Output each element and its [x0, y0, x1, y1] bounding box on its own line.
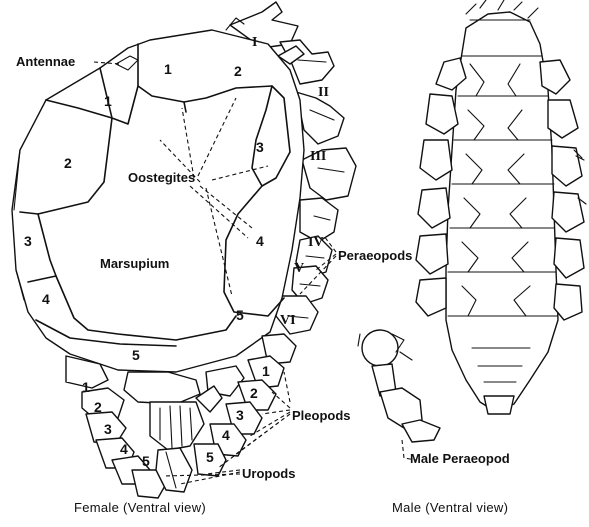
peraeopod-numeral: I	[252, 35, 257, 50]
pleopod-number: 3	[236, 407, 244, 423]
label-peraeopods: Peraeopods	[338, 248, 412, 263]
pleopod-number: 1	[82, 379, 90, 395]
pleopod-number: 2	[250, 385, 258, 401]
label-pleopods: Pleopods	[292, 408, 351, 423]
pleopod-number: 4	[222, 427, 230, 443]
pleopod-number: 1	[262, 363, 270, 379]
pleopod-number: 5	[142, 453, 150, 469]
oostegite-number: 4	[256, 233, 264, 249]
oostegite-number: 4	[42, 291, 50, 307]
oostegite-number: 1	[164, 61, 172, 77]
oostegite-number: 5	[132, 347, 140, 363]
pleopod-number: 2	[94, 399, 102, 415]
peraeopod-numeral: III	[310, 149, 326, 164]
oostegite-number: 2	[64, 155, 72, 171]
peraeopod-numeral: II	[318, 85, 329, 100]
oostegite-number: 3	[24, 233, 32, 249]
peraeopod-numeral: VI	[280, 313, 296, 328]
pleopod-number: 4	[120, 441, 128, 457]
oostegite-number: 3	[256, 139, 264, 155]
oostegite-number: 5	[236, 307, 244, 323]
female-isopod	[12, 2, 356, 498]
oostegite-number: 1	[104, 93, 112, 109]
pleopod-number: 3	[104, 421, 112, 437]
label-oostegites: Oostegites	[128, 170, 195, 185]
label-male-peraeopod: Male Peraeopod	[410, 451, 510, 466]
pleopod-number: 5	[206, 449, 214, 465]
label-uropods: Uropods	[242, 466, 295, 481]
male-caption: Male (Ventral view)	[392, 500, 508, 515]
male-peraeopod-detail	[358, 330, 440, 442]
female-body-outline	[12, 30, 304, 372]
male-isopod	[416, 0, 586, 414]
female-caption: Female (Ventral view)	[74, 500, 206, 515]
peraeopod-numeral: IV	[308, 235, 324, 250]
peraeopod-numeral: V	[294, 261, 304, 276]
oostegite-number: 2	[234, 63, 242, 79]
label-marsupium: Marsupium	[100, 256, 169, 271]
label-antennae: Antennae	[16, 54, 75, 69]
